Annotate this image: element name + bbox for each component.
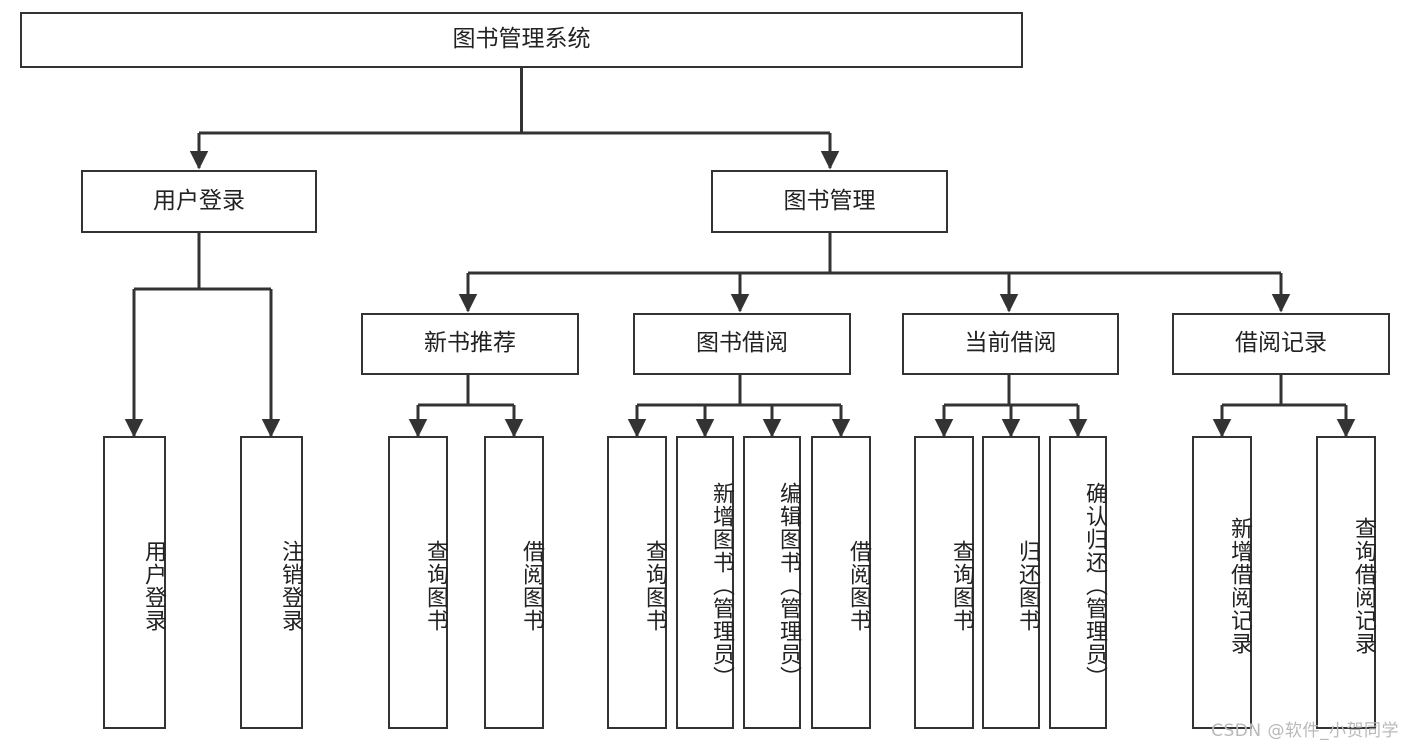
node-book-borrow-label: 图书借阅 [696, 330, 788, 357]
node-current-borrow-label: 当前借阅 [964, 330, 1057, 357]
node-leaf-user-login-label: 用户登录 [141, 539, 166, 632]
node-user-login-label: 用户登录 [153, 187, 245, 214]
node-leaf-query-book-3[interactable]: 查询图书 [914, 436, 974, 729]
node-leaf-add-record-label: 新增借阅记录 [1227, 516, 1252, 655]
node-borrow-record[interactable]: 借阅记录 [1172, 313, 1390, 375]
node-new-book-recommend[interactable]: 新书推荐 [361, 313, 579, 375]
node-leaf-borrow-book-1[interactable]: 借阅图书 [484, 436, 544, 729]
node-leaf-add-book-label: 新增图书（管理员） [709, 482, 734, 689]
node-borrow-record-label: 借阅记录 [1235, 330, 1327, 357]
node-leaf-confirm-return[interactable]: 确认归还（管理员） [1049, 436, 1107, 729]
node-leaf-confirm-return-label: 确认归还（管理员） [1082, 482, 1107, 689]
node-leaf-query-book-3-label: 查询图书 [949, 539, 974, 632]
node-leaf-edit-book[interactable]: 编辑图书（管理员） [743, 436, 801, 729]
node-leaf-return-book-label: 归还图书 [1015, 539, 1040, 632]
node-leaf-borrow-book-2[interactable]: 借阅图书 [811, 436, 871, 729]
node-root-system[interactable]: 图书管理系统 [20, 12, 1023, 68]
node-current-borrow[interactable]: 当前借阅 [902, 313, 1119, 375]
node-leaf-query-book-1-label: 查询图书 [423, 539, 448, 632]
node-leaf-add-record[interactable]: 新增借阅记录 [1192, 436, 1252, 729]
node-leaf-query-record-label: 查询借阅记录 [1351, 516, 1376, 655]
node-leaf-user-login[interactable]: 用户登录 [103, 436, 166, 729]
node-leaf-borrow-book-1-label: 借阅图书 [519, 539, 544, 632]
node-book-borrow[interactable]: 图书借阅 [633, 313, 851, 375]
node-new-book-recommend-label: 新书推荐 [424, 330, 516, 357]
node-user-login[interactable]: 用户登录 [81, 170, 317, 233]
node-leaf-query-book-2-label: 查询图书 [642, 539, 667, 632]
node-leaf-borrow-book-2-label: 借阅图书 [846, 539, 871, 632]
node-leaf-logout-login[interactable]: 注销登录 [240, 436, 303, 729]
node-book-management[interactable]: 图书管理 [711, 170, 948, 233]
csdn-watermark: CSDN @软件_小贺同学 [1211, 721, 1399, 741]
node-book-management-label: 图书管理 [783, 187, 876, 214]
node-leaf-return-book[interactable]: 归还图书 [982, 436, 1040, 729]
node-root-system-label: 图书管理系统 [452, 26, 591, 53]
node-leaf-query-book-1[interactable]: 查询图书 [388, 436, 448, 729]
node-leaf-add-book[interactable]: 新增图书（管理员） [676, 436, 734, 729]
node-leaf-logout-login-label: 注销登录 [278, 539, 303, 632]
node-leaf-edit-book-label: 编辑图书（管理员） [776, 482, 801, 689]
node-leaf-query-record[interactable]: 查询借阅记录 [1316, 436, 1376, 729]
node-leaf-query-book-2[interactable]: 查询图书 [607, 436, 667, 729]
